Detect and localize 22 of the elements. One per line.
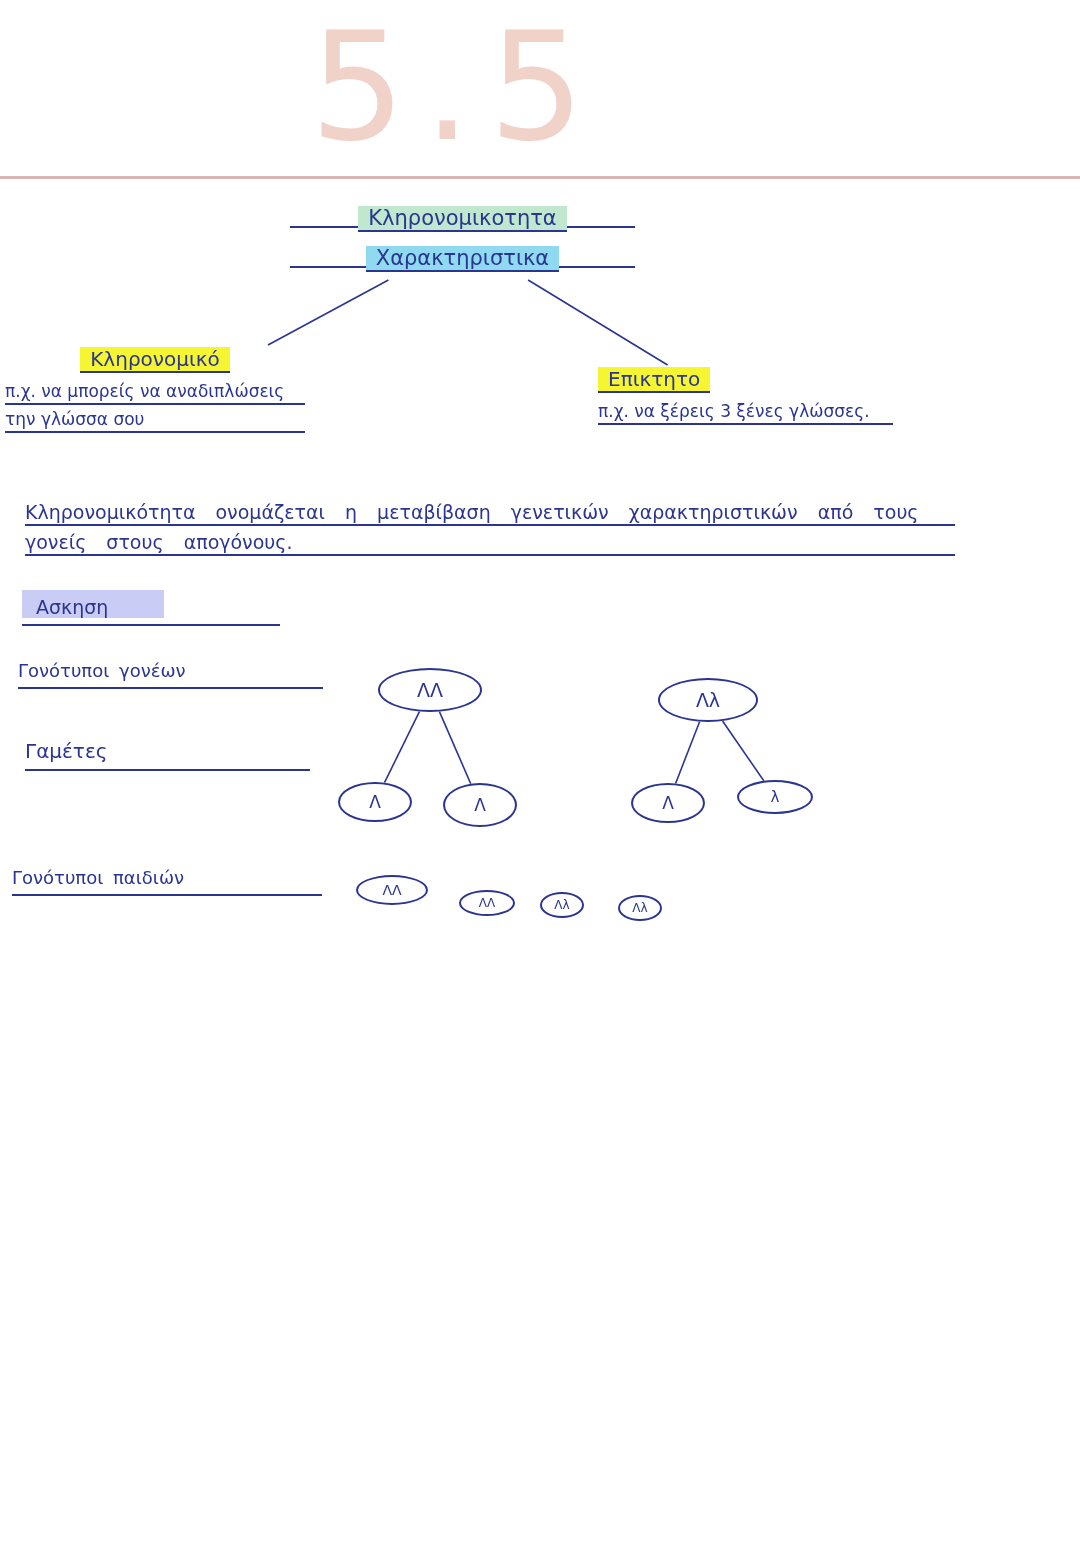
connector-line <box>527 279 669 366</box>
connector-line <box>721 720 765 782</box>
connector-line <box>267 279 390 346</box>
genotype-ellipse: ΛΛ <box>356 875 428 905</box>
genotype-ellipse: Λλ <box>658 678 758 722</box>
connector-line <box>383 710 421 784</box>
row-label: Γονότυποι παιδιών <box>12 862 322 896</box>
genotype-ellipse: λ <box>737 780 813 814</box>
genotype-ellipse: Λ <box>338 782 412 822</box>
genotype-ellipse: ΛΛ <box>378 668 482 712</box>
row-label: Γονότυποι γονέων <box>18 655 323 689</box>
connector-line <box>438 710 472 785</box>
genotype-ellipse: Λλ <box>540 892 584 918</box>
row-label: Γαμέτες <box>25 733 310 771</box>
section-heading: Ασκηση <box>22 590 280 626</box>
genotype-ellipse: Λ <box>443 783 517 827</box>
genotype-ellipse: Λ <box>631 783 705 823</box>
connector-line <box>674 720 701 785</box>
heading: Επικτητο <box>598 365 893 393</box>
genotype-ellipse: ΛΛ <box>459 890 515 916</box>
genotype-ellipse: Λλ <box>618 895 662 921</box>
heading: Κληρονομικό <box>5 345 305 373</box>
